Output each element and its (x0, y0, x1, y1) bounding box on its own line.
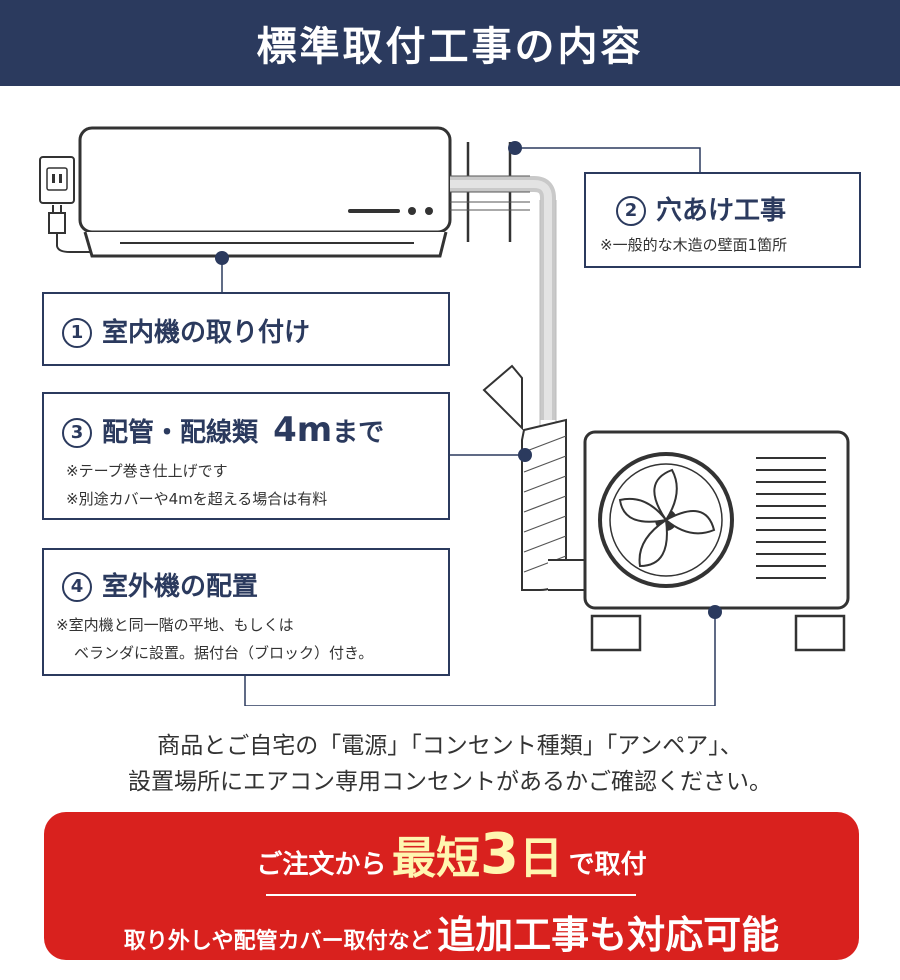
step-2-number: 2 (616, 196, 646, 226)
banner-divider (266, 894, 636, 896)
banner-line2-emphasis: 追加工事も対応可能 (437, 913, 780, 957)
banner-days-number: 3 (480, 822, 519, 887)
page-header: 標準取付工事の内容 (0, 0, 900, 86)
step-3-length: 4m (273, 410, 333, 450)
fan-icon (598, 452, 734, 588)
banner-line-1: ご注文から 最短3日 で取付 (44, 822, 859, 887)
plug-icon (48, 205, 100, 253)
banner-days-unit: 日 (518, 833, 563, 884)
banner-prefix: ご注文から (256, 850, 387, 880)
banner-line-2: 取り外しや配管カバー取付など 追加工事も対応可能 (44, 904, 859, 959)
step-3-note-1: ※テープ巻き仕上げです (66, 462, 228, 480)
page-title: 標準取付工事の内容 (256, 24, 644, 70)
step-3-note-2: ※別途カバーや4mを超える場合は有料 (66, 490, 328, 508)
confirm-line-2: 設置場所にエアコン専用コンセントがあるかご確認ください。 (128, 769, 772, 795)
confirm-line-1: 商品とご自宅の「電源」「コンセント種類」「アンペア」、 (157, 733, 743, 759)
indoor-unit-icon (78, 126, 452, 258)
step-4-note-1: ※室内機と同一階の平地、もしくは (56, 616, 294, 634)
outlet-icon (39, 156, 75, 204)
pipe-icon (450, 175, 587, 591)
promo-banner: ご注文から 最短3日 で取付 取り外しや配管カバー取付など 追加工事も対応可能 (44, 812, 859, 960)
banner-suffix: で取付 (568, 850, 647, 880)
banner-line2-prefix: 取り外しや配管カバー取付など (123, 929, 432, 954)
step-2-note: ※一般的な木造の壁面1箇所 (600, 236, 788, 254)
installation-diagram (39, 126, 850, 706)
step-1-number: 1 (62, 318, 92, 348)
step-4-number: 4 (62, 572, 92, 602)
outdoor-unit-icon (583, 430, 850, 652)
banner-emphasis: 最短 (392, 833, 481, 884)
step-4-note-2: ベランダに設置。据付台（ブロック）付き。 (74, 644, 374, 662)
step-3-number: 3 (62, 418, 92, 448)
